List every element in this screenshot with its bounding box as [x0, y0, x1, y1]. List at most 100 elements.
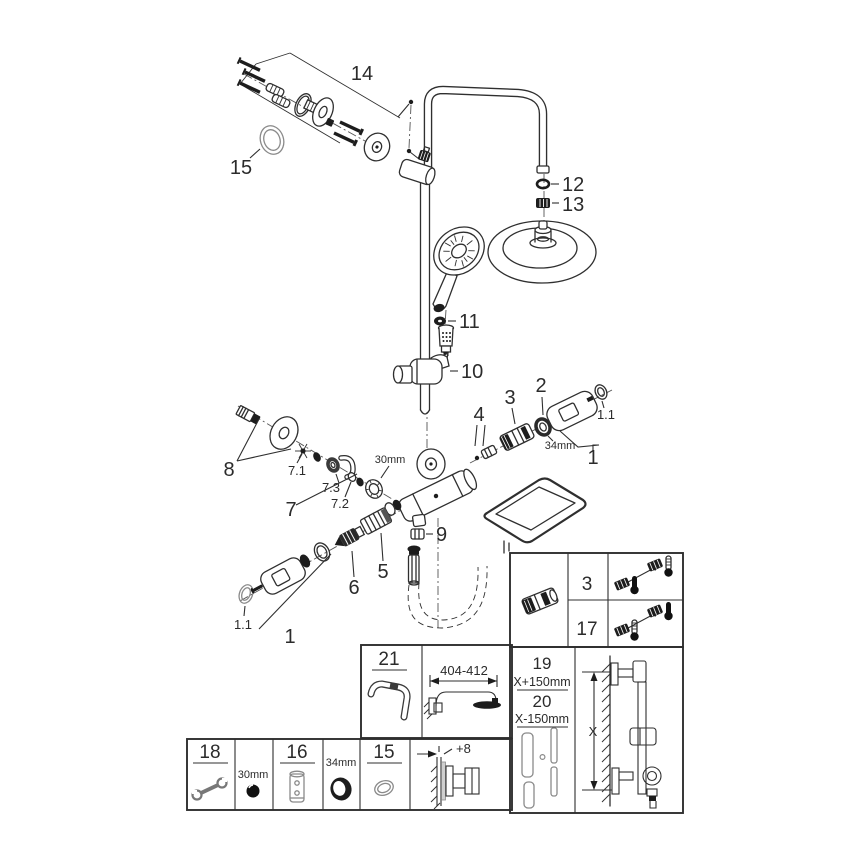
- wrench-icon: [191, 777, 228, 801]
- callout-5: 5: [377, 561, 388, 583]
- variants-table: 3 17: [509, 552, 684, 648]
- temp-range-icon-row3: [614, 555, 673, 595]
- mounting-height-diagram: X: [582, 655, 662, 809]
- callout-7-1: 7.1: [288, 463, 306, 478]
- inlet-chain-left: 30mm 8 7.1 7.3 7.2 7: [223, 405, 405, 521]
- oring-icon: [374, 780, 394, 796]
- wall-screw-icon: [236, 78, 261, 94]
- callout-2: 2: [535, 375, 546, 397]
- ring-nut-2: [534, 417, 552, 437]
- item-19-length: X+150mm: [513, 675, 570, 689]
- callout-12: 12: [562, 174, 584, 196]
- rail-slider-10: 10: [392, 354, 483, 385]
- star-washer-7-1: [295, 443, 311, 459]
- cap-ring-1-1: [594, 384, 608, 400]
- callout-1-right: 1: [587, 447, 598, 469]
- mount-cylinder-1: [546, 390, 598, 432]
- hose-washer-11: 11: [434, 311, 480, 333]
- arm-length-dim: 404-412: [440, 663, 488, 678]
- wall-screw-icon: [236, 56, 261, 72]
- item-16: 16: [286, 742, 307, 763]
- thermometer-scale-icon: [664, 555, 673, 577]
- wall-screw-icon: [241, 67, 266, 83]
- callout-7-2: 7.2: [331, 496, 349, 511]
- callout-9: 9: [436, 524, 447, 546]
- item-15: 15: [373, 742, 394, 763]
- temp-range-icon-row17: [614, 602, 673, 641]
- rail-length-table: 19 X+150mm 20 X-150mm: [509, 646, 684, 814]
- check-valve-3: [499, 423, 535, 451]
- tee-connector-icon: [417, 146, 431, 163]
- coupler-part-icon: [521, 587, 559, 615]
- callout-4: 4: [473, 404, 484, 426]
- item-20: 20: [533, 692, 552, 711]
- variant-row-3: 3: [582, 574, 593, 595]
- screw-fitting-4: [480, 444, 498, 460]
- wall-plug-icon: [271, 93, 291, 109]
- callout-14: 14: [351, 63, 373, 85]
- cartridge-6: [334, 525, 366, 547]
- item-19: 19: [533, 654, 552, 673]
- cap-1-1-left: [238, 584, 254, 604]
- nut-7-3: [326, 457, 340, 473]
- ring-nut-icon: [330, 777, 352, 801]
- ball-icon: [246, 784, 260, 798]
- head-shower: [487, 220, 597, 284]
- callout-7: 7: [285, 499, 296, 521]
- callout-10: 10: [461, 361, 483, 383]
- dim-x-label: X: [589, 724, 598, 739]
- dim-30mm-tool: 30mm: [238, 769, 269, 781]
- offset-diagram: +8: [417, 741, 480, 810]
- wall-union-icon: [303, 97, 335, 127]
- hand-shower: [432, 226, 485, 313]
- rail-tubes-icon: [521, 727, 558, 809]
- fixing-screw-icon: [333, 131, 359, 147]
- callout-15: 15: [230, 157, 252, 179]
- shower-arm: [423, 85, 550, 181]
- thermostat-valve: [384, 448, 478, 528]
- thermometer-hot-icon: [630, 576, 639, 595]
- arm-table: 21 404-412: [360, 644, 513, 739]
- dim-34mm-label: 34mm: [545, 440, 576, 452]
- callout-8: 8: [223, 459, 234, 481]
- fixing-screw-icon: [339, 120, 365, 136]
- wall-mount-tee: [398, 146, 436, 186]
- arm-nut-13: 13: [536, 194, 584, 216]
- callout-1-1-right: 1.1: [597, 407, 615, 422]
- nut-30mm: [365, 479, 383, 499]
- outlet-nut-9: 9: [410, 524, 447, 546]
- variant-row-17: 17: [576, 619, 597, 640]
- callout-3: 3: [504, 387, 515, 409]
- shower-hose: [407, 545, 488, 629]
- thermometer-scale-icon: [630, 619, 639, 641]
- soap-dish: [483, 477, 587, 554]
- dim-34mm-tool: 34mm: [326, 757, 357, 769]
- callout-1-left: 1: [284, 626, 295, 648]
- item-18: 18: [199, 742, 220, 763]
- arm-washer-12: 12: [535, 174, 584, 196]
- cartridge-chain: 6 5 1.1 1: [234, 507, 393, 648]
- sleeve-5: [359, 507, 393, 535]
- inlet-chain-right: 4 3 2 34mm 1.1 1: [473, 375, 615, 469]
- escutcheon-8: [269, 416, 299, 450]
- callout-13: 13: [562, 194, 584, 216]
- escutcheon-icon: [363, 132, 391, 162]
- dim-30mm-label: 30mm: [375, 454, 406, 466]
- callout-6: 6: [348, 577, 359, 599]
- callout-1-1-left: 1.1: [234, 617, 252, 632]
- arm-part-icon: [367, 680, 411, 721]
- item-20-length: X-150mm: [515, 712, 569, 726]
- wall-plug-icon: [265, 82, 285, 98]
- callout-11: 11: [459, 311, 480, 333]
- item-21: 21: [378, 649, 399, 670]
- ring-pair: [313, 542, 331, 562]
- tools-table: 18 30mm 16 34mm 15: [186, 738, 513, 811]
- arm-dimension-diagram: [423, 675, 501, 720]
- cartridge-icon: [289, 770, 305, 803]
- escutcheon-ring-15: 15: [230, 125, 285, 179]
- mounting-hardware-group: 14: [236, 52, 420, 162]
- thermometer-hot-icon: [664, 602, 673, 621]
- offset-dim-label: +8: [456, 741, 471, 756]
